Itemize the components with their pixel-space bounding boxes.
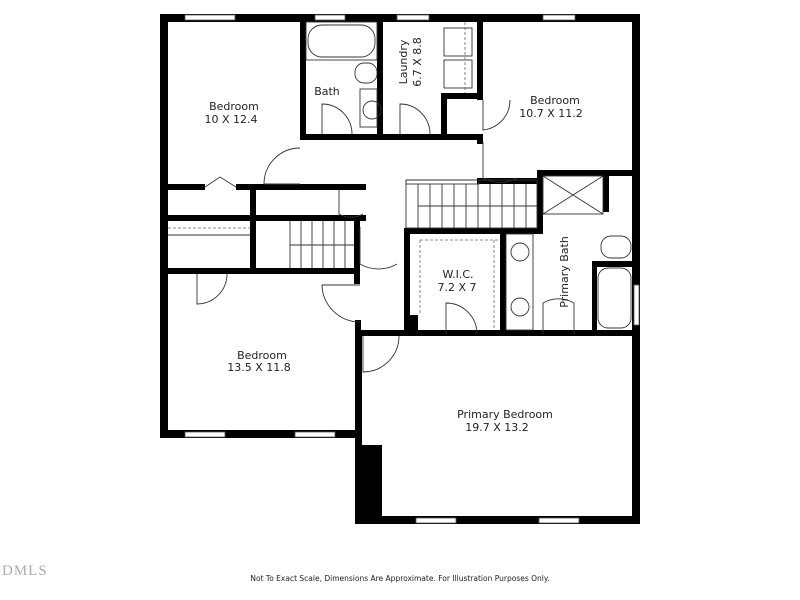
- room-labels: Bedroom 10 X 12.4 Bath Laundry 6.7 X 8.8…: [204, 37, 582, 434]
- fixtures: [168, 21, 632, 331]
- room-dims-wic: 7.2 X 7: [437, 281, 476, 294]
- interior-walls: [160, 14, 640, 336]
- room-name-primary-bedroom: Primary Bedroom: [457, 408, 553, 421]
- stair-treads-upper: [417, 184, 537, 228]
- disclaimer-text: Not To Exact Scale, Dimensions Are Appro…: [250, 574, 550, 583]
- room-dims-laundry: 6.7 X 8.8: [411, 37, 424, 87]
- stair-treads-lower: [289, 221, 354, 268]
- room-name-bath: Bath: [314, 85, 340, 98]
- mls-watermark: DMLS: [2, 563, 48, 579]
- room-name-wic: W.I.C.: [442, 268, 473, 281]
- room-name-primary-bath: Primary Bath: [558, 236, 571, 308]
- doors: [196, 99, 575, 373]
- room-dims-bedroom-3: 13.5 X 11.8: [227, 361, 291, 374]
- room-dims-bedroom-2: 10.7 X 11.2: [519, 107, 583, 120]
- room-name-laundry: Laundry: [397, 39, 410, 84]
- windows: [184, 14, 640, 524]
- room-dims-primary-bedroom: 19.7 X 13.2: [465, 421, 529, 434]
- room-name-bedroom-1: Bedroom: [209, 100, 259, 113]
- room-dims-bedroom-1: 10 X 12.4: [204, 113, 257, 126]
- room-name-bedroom-3: Bedroom: [237, 349, 287, 362]
- room-name-bedroom-2: Bedroom: [530, 94, 580, 107]
